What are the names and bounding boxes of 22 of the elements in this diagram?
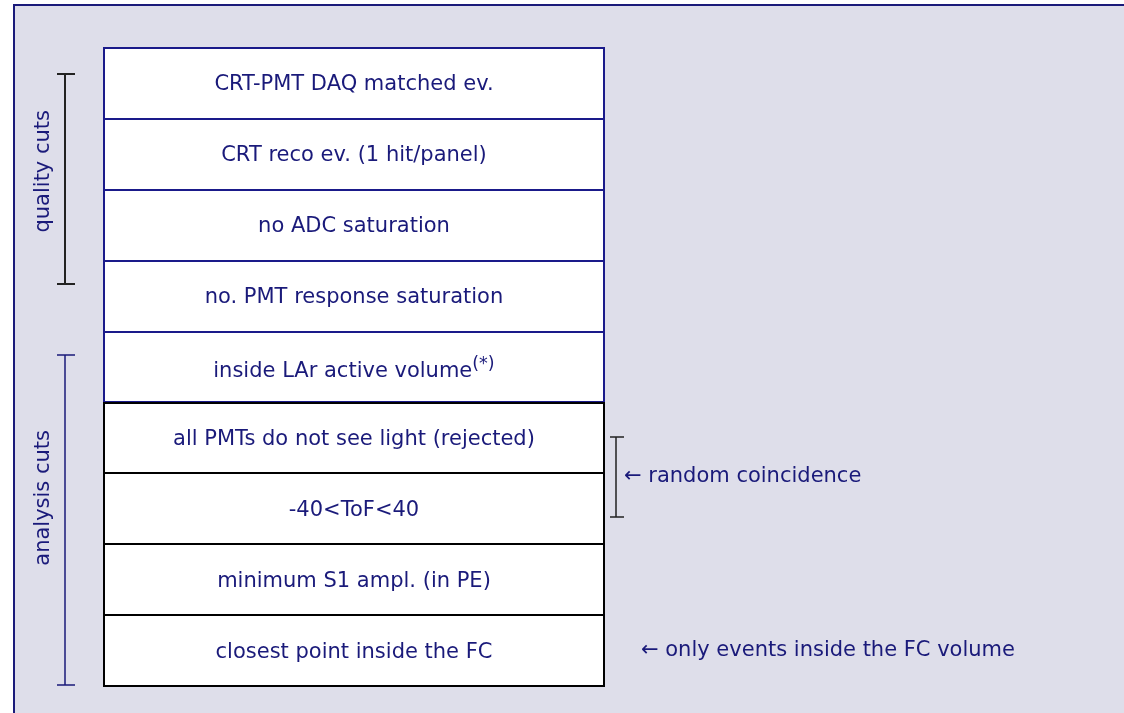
cut-name: closest point inside the FC (215, 638, 493, 663)
cut-row-box (103, 117, 605, 191)
cut-row-box (103, 614, 605, 688)
cut-row-box (103, 47, 605, 120)
cut-row-box (103, 259, 605, 333)
cut-name: -40<ToF<40 (288, 496, 420, 521)
annotation-text: ← random coincidence (624, 463, 862, 487)
cut-row-box (103, 401, 605, 475)
group-label: analysis cuts (30, 430, 54, 566)
cut-name: minimum S1 ampl. (in PE) (217, 567, 491, 592)
cut-name: all PMTs do not see light (rejected) (173, 425, 535, 450)
cut-name: inside LAr active volume$^{(*)}$ (213, 352, 495, 382)
cut-row-box (103, 330, 605, 404)
cut-name: CRT-PMT DAQ matched ev. (214, 71, 494, 96)
cut-name: CRT reco ev. (1 hit/panel) (221, 142, 487, 167)
cut-row-box (103, 543, 605, 617)
cut-name: no. PMT response saturation (204, 284, 504, 309)
cut-row-box (103, 472, 605, 546)
cut-row-box (103, 188, 605, 262)
group-label: quality cuts (30, 110, 54, 233)
cut-name: no ADC saturation (258, 213, 450, 238)
annotation-text: ← only events inside the FC volume (641, 637, 1015, 661)
